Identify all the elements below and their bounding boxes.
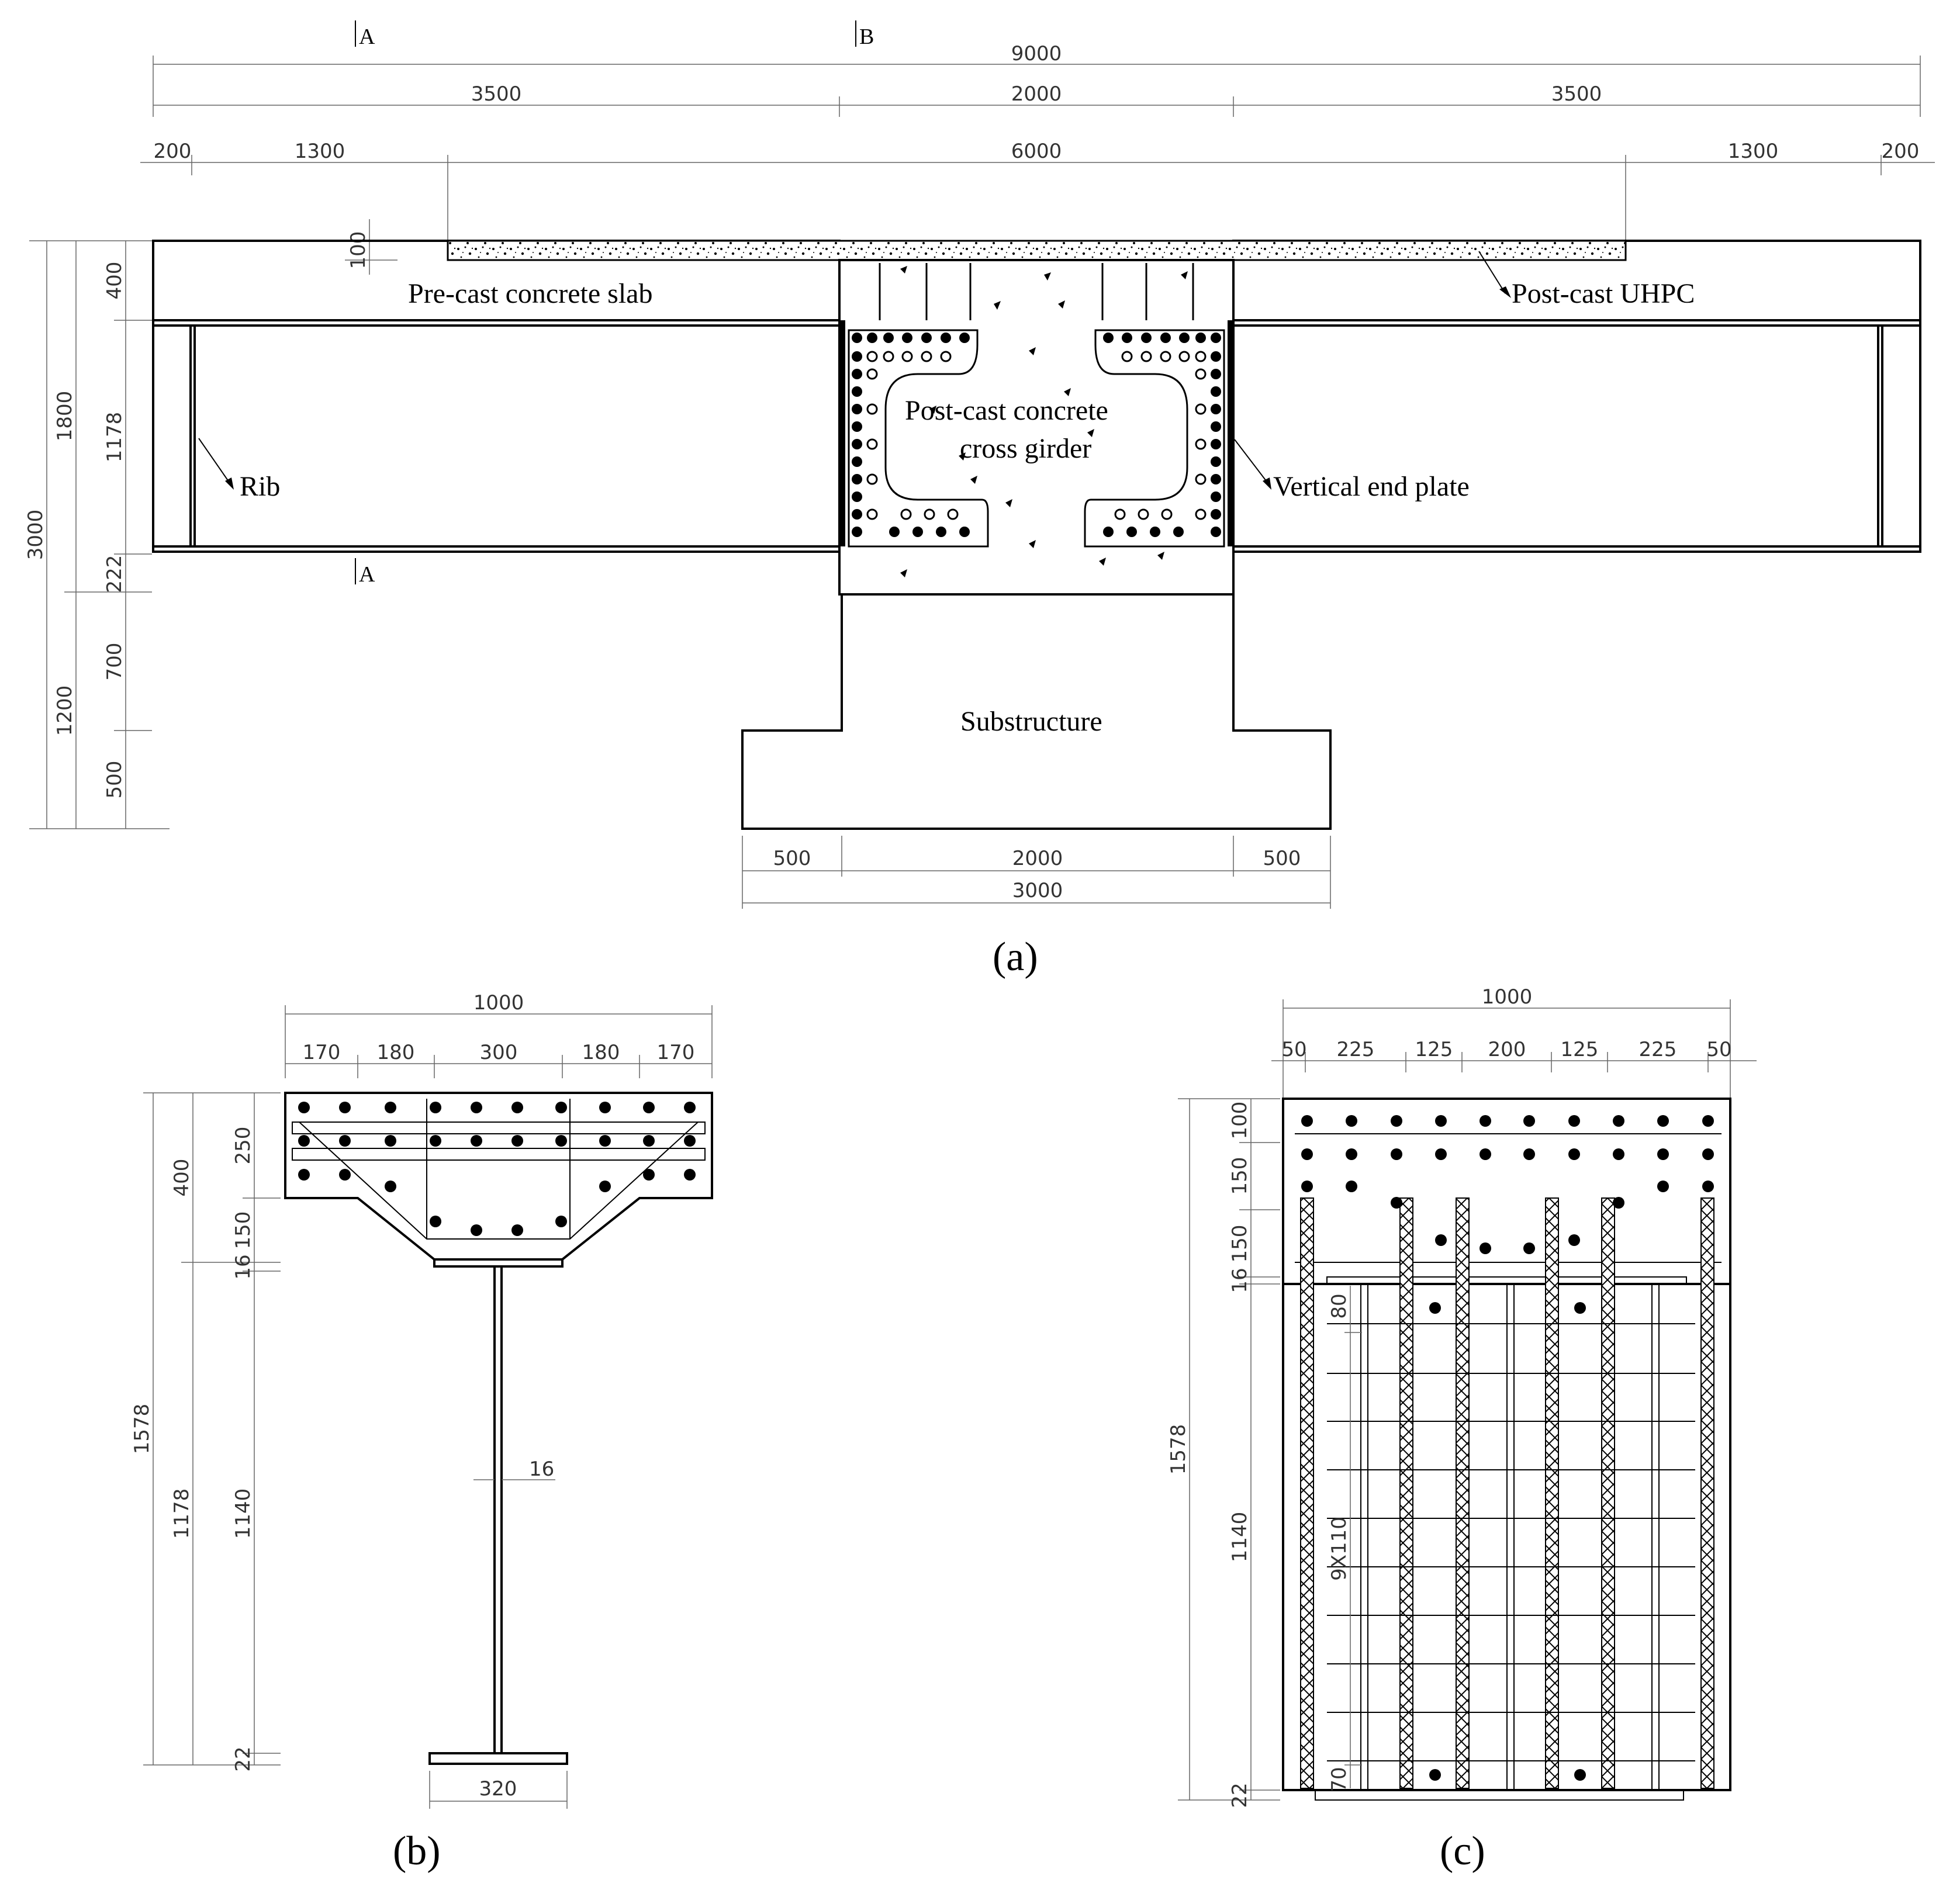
dim-b-250: 250	[231, 1127, 255, 1165]
girder-structure	[152, 240, 1921, 830]
dim-c-200: 200	[1488, 1038, 1526, 1061]
rib-right	[1877, 324, 1883, 548]
dim-c-1578: 1578	[1167, 1424, 1190, 1475]
label-vertical-end-plate: Vertical end plate	[1273, 471, 1470, 502]
cross-girder	[838, 259, 1235, 596]
caption-b: (b)	[393, 1829, 441, 1874]
rebar-cluster-left	[848, 263, 989, 548]
rib-left	[189, 324, 196, 548]
dim-c-80: 80	[1328, 1293, 1351, 1318]
dim-1300-left: 1300	[295, 140, 345, 163]
dim-c-150-b: 150	[1228, 1225, 1252, 1263]
figure-b-section: 16 320	[284, 1092, 713, 1809]
dim-c-125-left: 125	[1415, 1038, 1453, 1061]
caption-c: (c)	[1440, 1829, 1485, 1874]
uhpc-layer	[447, 240, 1627, 261]
section-mark-a-bottom: A	[359, 562, 375, 587]
figure-a-labels: Pre-cast concrete slab Post-cast UHPC Ri…	[198, 251, 1695, 737]
dim-2000-mid: 2000	[1011, 82, 1062, 106]
dim-c-16: 16	[1228, 1268, 1252, 1293]
dim-b-180-left: 180	[377, 1041, 415, 1064]
dim-c-50-right: 50	[1706, 1038, 1731, 1061]
dim-c-9x110: 9X110	[1328, 1517, 1351, 1581]
label-post-cast-uhpc: Post-cast UHPC	[1512, 278, 1695, 309]
dim-1178: 1178	[103, 412, 126, 463]
left-dimensions: 3000 1800 1200 400 1178 222 700 500 100	[24, 219, 397, 829]
label-substructure: Substructure	[960, 706, 1102, 737]
dim-b-16: 16	[231, 1254, 255, 1279]
substructure	[741, 594, 1332, 830]
dim-500-right-base: 500	[1263, 847, 1301, 870]
dim-c-1140: 1140	[1228, 1512, 1252, 1563]
bottom-flange-right	[1232, 545, 1921, 553]
dim-b-170-left: 170	[303, 1041, 341, 1064]
dim-b-1140: 1140	[231, 1489, 255, 1539]
dim-c-125-right: 125	[1561, 1038, 1599, 1061]
figure-b-left-dims: 1578 400 1178 250 150 16 1140 22	[130, 1092, 281, 1772]
figure-a: A B A B 9000 3500 2000 3500 200	[24, 20, 1935, 979]
dim-100-uhpc: 100	[347, 231, 370, 269]
dim-1300-right: 1300	[1728, 140, 1779, 163]
top-flange-left	[152, 319, 841, 327]
dim-2000-base: 2000	[1012, 847, 1063, 870]
dim-b-400: 400	[170, 1159, 193, 1197]
end-plate-right	[1228, 320, 1233, 546]
top-flange-right	[1232, 319, 1921, 327]
dim-222: 222	[103, 555, 126, 593]
dim-c-225-left: 225	[1337, 1038, 1375, 1061]
figure-c-left-dims: 1578 100 150 150 16 1140 22	[1167, 1098, 1280, 1808]
dim-200-right: 200	[1882, 140, 1920, 163]
dim-b-180-right: 180	[582, 1041, 620, 1064]
top-dimensions: 9000 3500 2000 3500 200 1300 6000 1300 2…	[140, 42, 1935, 245]
dim-b-1578: 1578	[130, 1404, 154, 1455]
dim-6000: 6000	[1011, 140, 1062, 163]
figure-c-elevation: 80 9X110 70	[1282, 1098, 1731, 1801]
dim-b-300: 300	[480, 1041, 518, 1064]
dim-1800: 1800	[53, 391, 77, 442]
dim-b-170-right: 170	[657, 1041, 695, 1064]
bottom-dimensions: 500 2000 500 3000	[742, 836, 1331, 909]
dim-3000-vertical: 3000	[24, 510, 47, 560]
dim-400: 400	[103, 262, 126, 300]
dim-700: 700	[103, 643, 126, 681]
dim-c-100: 100	[1228, 1102, 1252, 1140]
dim-c-1000: 1000	[1482, 985, 1533, 1009]
dim-1200: 1200	[53, 686, 77, 736]
dim-b-1000: 1000	[473, 991, 524, 1015]
label-precast-slab: Pre-cast concrete slab	[408, 278, 652, 309]
label-rib: Rib	[240, 471, 280, 502]
rebar-cluster-right	[1084, 263, 1225, 548]
dim-200-left: 200	[154, 140, 192, 163]
end-plate-left	[839, 320, 845, 546]
dim-total-9000: 9000	[1011, 42, 1062, 65]
dim-c-225-right: 225	[1639, 1038, 1677, 1061]
caption-a: (a)	[993, 934, 1038, 979]
section-mark-b-top: B	[859, 25, 874, 49]
dim-b-web-16: 16	[529, 1458, 554, 1481]
figure-b-top-dims: 1000 170 180 300 180 170	[285, 991, 713, 1078]
dim-3500-right: 3500	[1551, 82, 1602, 106]
label-cross-girder-line1: Post-cast concrete	[905, 395, 1108, 426]
concrete-aggregate	[900, 266, 1188, 577]
section-mark-a-top: A	[359, 25, 375, 49]
dim-500: 500	[103, 761, 126, 799]
dim-3000-base: 3000	[1012, 879, 1063, 902]
figure-b: 1000 170 180 300 180 170 1578 400 1178	[130, 991, 713, 1874]
dim-b-1178: 1178	[170, 1489, 193, 1539]
dim-c-50-left: 50	[1281, 1038, 1306, 1061]
dim-500-left-base: 500	[773, 847, 811, 870]
label-cross-girder-line2: cross girder	[960, 433, 1091, 464]
dim-3500-left: 3500	[471, 82, 522, 106]
dim-b-320: 320	[479, 1777, 517, 1801]
dim-b-150: 150	[231, 1212, 255, 1249]
dim-b-22: 22	[231, 1746, 255, 1771]
dim-c-150-a: 150	[1228, 1157, 1252, 1195]
figure-c-top-dims: 1000 50 225 125 200 125 225 50	[1271, 985, 1757, 1099]
dim-c-70: 70	[1328, 1767, 1351, 1792]
figure-c: 1000 50 225 125 200 125 225 50 1578	[1167, 985, 1757, 1874]
dim-c-22: 22	[1228, 1782, 1252, 1808]
bottom-flange-left	[152, 545, 841, 553]
